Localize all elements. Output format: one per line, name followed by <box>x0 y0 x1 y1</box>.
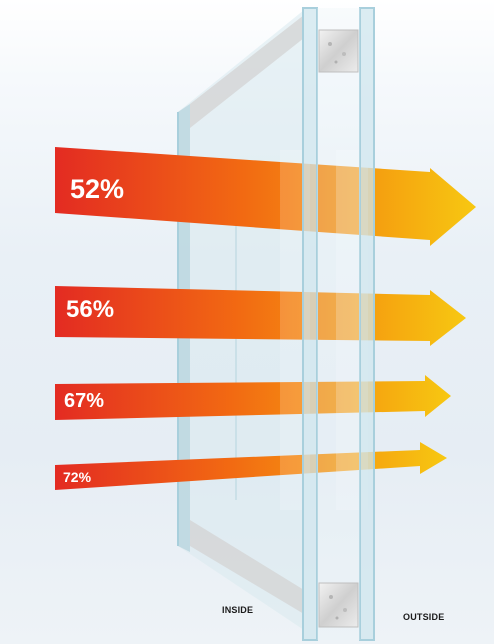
arrow-1-label: 52% <box>70 174 125 204</box>
inside-label: INSIDE <box>222 605 254 615</box>
front-glass-pane <box>302 7 375 641</box>
top-spacer <box>318 29 359 73</box>
bottom-spacer <box>318 582 359 628</box>
arrow-2-label: 56% <box>66 296 115 323</box>
arrow-2 <box>55 286 466 346</box>
arrow-4 <box>55 442 447 490</box>
arrow-4-label: 72% <box>63 469 92 485</box>
arrow-3-label: 67% <box>64 390 105 412</box>
arrow-3 <box>55 375 451 420</box>
outside-label: OUTSIDE <box>403 612 445 622</box>
